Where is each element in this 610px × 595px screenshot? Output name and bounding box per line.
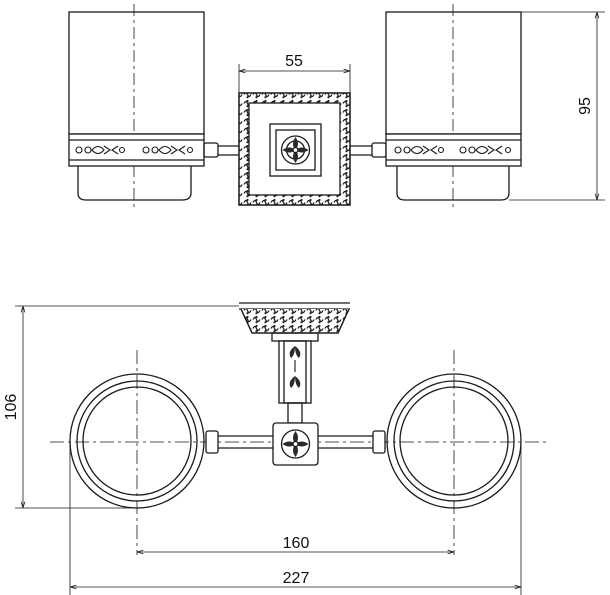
center-block-top <box>272 422 319 466</box>
right-holder-band <box>385 133 522 167</box>
right-band-ornament <box>394 145 512 155</box>
left-band-ornament <box>75 145 194 155</box>
rosette-front <box>280 135 311 165</box>
left-holder-band <box>68 133 205 167</box>
dim-55 <box>238 64 351 93</box>
left-glass-lower <box>77 166 192 201</box>
wall-plate-top-ornament <box>240 308 350 334</box>
dim-label-227: 227 <box>283 570 310 587</box>
dim-label-95: 95 <box>577 97 594 115</box>
dim-227 <box>69 441 522 595</box>
wall-plate-top <box>239 302 350 424</box>
top-view <box>15 302 550 595</box>
left-glass <box>68 4 219 210</box>
right-glass-lower <box>396 166 510 201</box>
top-arms <box>205 430 386 454</box>
right-glass-body <box>385 11 522 135</box>
dim-95 <box>509 11 605 201</box>
dim-label-55: 55 <box>285 53 303 70</box>
dim-106 <box>15 305 239 509</box>
dim-label-160: 160 <box>283 535 310 552</box>
dim-label-106: 106 <box>3 394 20 421</box>
wall-plate-front <box>238 92 351 206</box>
left-glass-body <box>68 11 205 135</box>
front-view <box>68 4 605 210</box>
post-ornament <box>289 346 301 388</box>
right-glass <box>371 4 522 210</box>
